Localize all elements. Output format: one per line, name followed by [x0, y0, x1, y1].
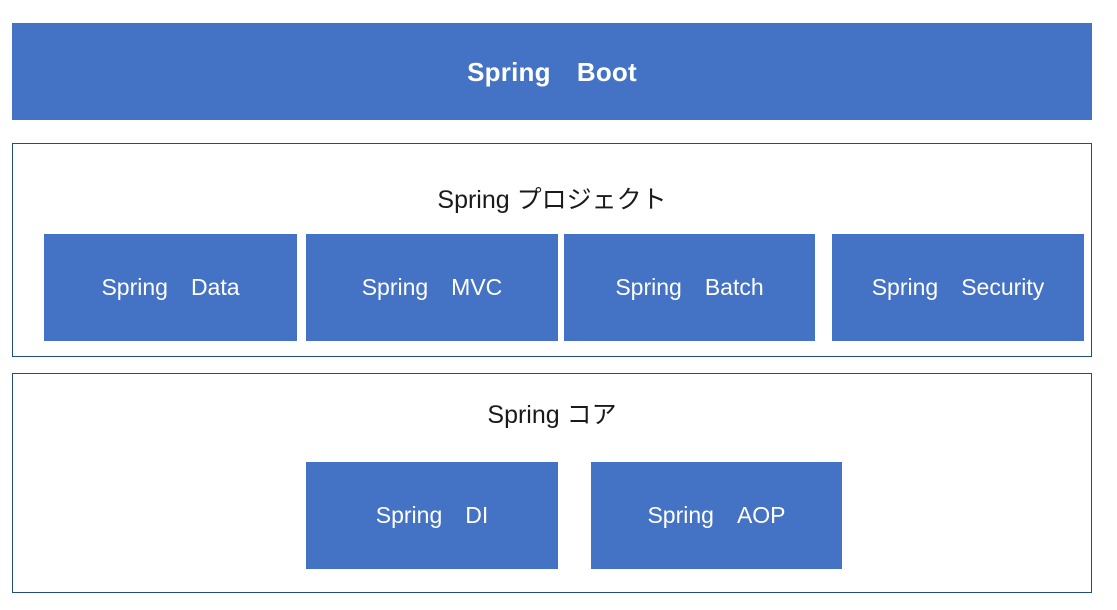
module-box-spring-batch: Spring Batch	[564, 234, 815, 341]
module-label-spring-data: Spring Data	[101, 274, 240, 300]
spring-projects-layer: Spring プロジェクト Spring Data Spring MVC Spr…	[12, 143, 1092, 357]
module-box-spring-data: Spring Data	[44, 234, 297, 341]
module-box-spring-mvc: Spring MVC	[306, 234, 558, 341]
spring-projects-layer-title: Spring プロジェクト	[437, 186, 667, 214]
module-box-spring-security: Spring Security	[832, 234, 1084, 341]
spring-boot-banner: Spring Boot	[12, 23, 1092, 120]
module-label-spring-di: Spring DI	[375, 502, 489, 528]
spring-boot-banner-label: Spring Boot	[467, 56, 637, 87]
module-label-spring-mvc: Spring MVC	[361, 274, 503, 300]
module-box-spring-aop: Spring AOP	[591, 462, 842, 569]
spring-core-layer: Spring コア Spring DI Spring AOP	[12, 373, 1092, 593]
spring-core-layer-title: Spring コア	[487, 401, 617, 429]
module-box-spring-di: Spring DI	[306, 462, 558, 569]
module-label-spring-security: Spring Security	[871, 274, 1045, 300]
module-label-spring-aop: Spring AOP	[647, 502, 786, 528]
module-label-spring-batch: Spring Batch	[615, 274, 764, 300]
